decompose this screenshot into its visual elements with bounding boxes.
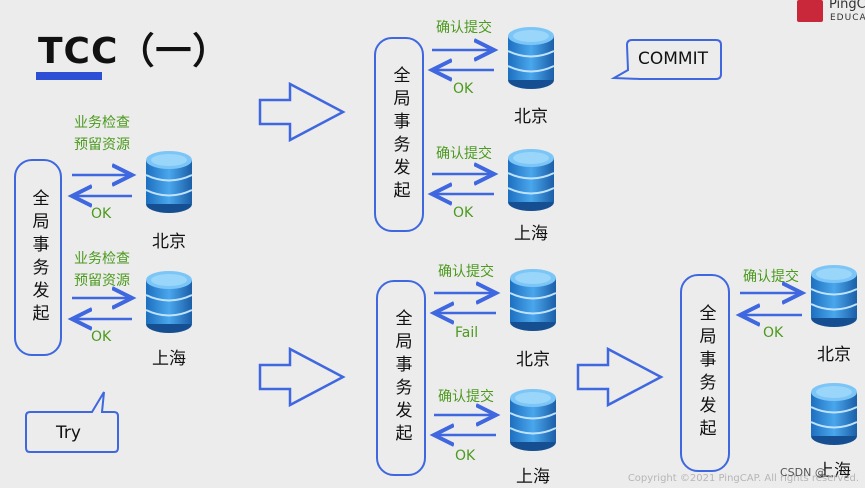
global-transaction-initiator: 全局事务发起 (376, 280, 426, 476)
title-underline (36, 72, 102, 80)
confirm-label: 确认提交 (436, 146, 492, 162)
city-label: 北京 (514, 107, 548, 127)
ok-label: OK (91, 206, 112, 222)
commit-callout (610, 39, 722, 80)
pingcap-logo-icon (797, 0, 823, 22)
reserve-label: 预留资源 (74, 137, 130, 153)
flow-arrow-icon (576, 346, 664, 408)
watermark: CSDN @ (780, 466, 826, 479)
database-icon (145, 150, 193, 214)
try-callout (25, 391, 119, 453)
copyright: Copyright ©2021 PingCAP. All rights rese… (627, 473, 859, 484)
confirm-label: 确认提交 (438, 389, 494, 405)
global-transaction-initiator: 全局事务发起 (680, 274, 730, 472)
pill-label: 全局事务发起 (389, 65, 410, 204)
check-label: 业务检查 (74, 115, 130, 131)
pill-label: 全局事务发起 (695, 304, 716, 442)
ok-label: OK (453, 81, 474, 97)
global-transaction-initiator: 全局事务发起 (374, 37, 424, 232)
database-icon (145, 270, 193, 334)
database-icon (810, 382, 858, 446)
city-label: 上海 (152, 349, 186, 369)
confirm-label: 确认提交 (436, 20, 492, 36)
pill-label: 全局事务发起 (391, 309, 412, 447)
database-icon (509, 268, 557, 332)
flow-arrow-icon (258, 346, 346, 408)
ok-label: OK (91, 329, 112, 345)
city-label: 上海 (516, 467, 550, 487)
logo-text: PingC (829, 0, 865, 12)
database-icon (507, 26, 555, 90)
confirm-label: 确认提交 (743, 269, 799, 285)
city-label: 北京 (152, 232, 186, 252)
city-label: 北京 (817, 345, 851, 365)
commit-label: COMMIT (638, 49, 708, 69)
global-transaction-initiator: 全局事务发起 (14, 159, 62, 356)
confirm-label: 确认提交 (438, 264, 494, 280)
try-label: Try (56, 423, 81, 443)
ok-label: OK (453, 205, 474, 221)
city-label: 上海 (817, 461, 851, 481)
logo-subtext: EDUCAT (830, 13, 865, 23)
pill-label: 全局事务发起 (28, 188, 49, 327)
database-icon (509, 388, 557, 452)
database-icon (507, 148, 555, 212)
flow-arrow-icon (258, 81, 346, 143)
reserve-label: 预留资源 (74, 273, 130, 289)
ok-label: OK (763, 325, 784, 341)
city-label: 北京 (516, 350, 550, 370)
check-label: 业务检查 (74, 251, 130, 267)
fail-label: Fail (455, 325, 479, 341)
city-label: 上海 (514, 224, 548, 244)
ok-label: OK (455, 448, 476, 464)
database-icon (810, 264, 858, 328)
page-title: TCC（一） (38, 31, 230, 72)
